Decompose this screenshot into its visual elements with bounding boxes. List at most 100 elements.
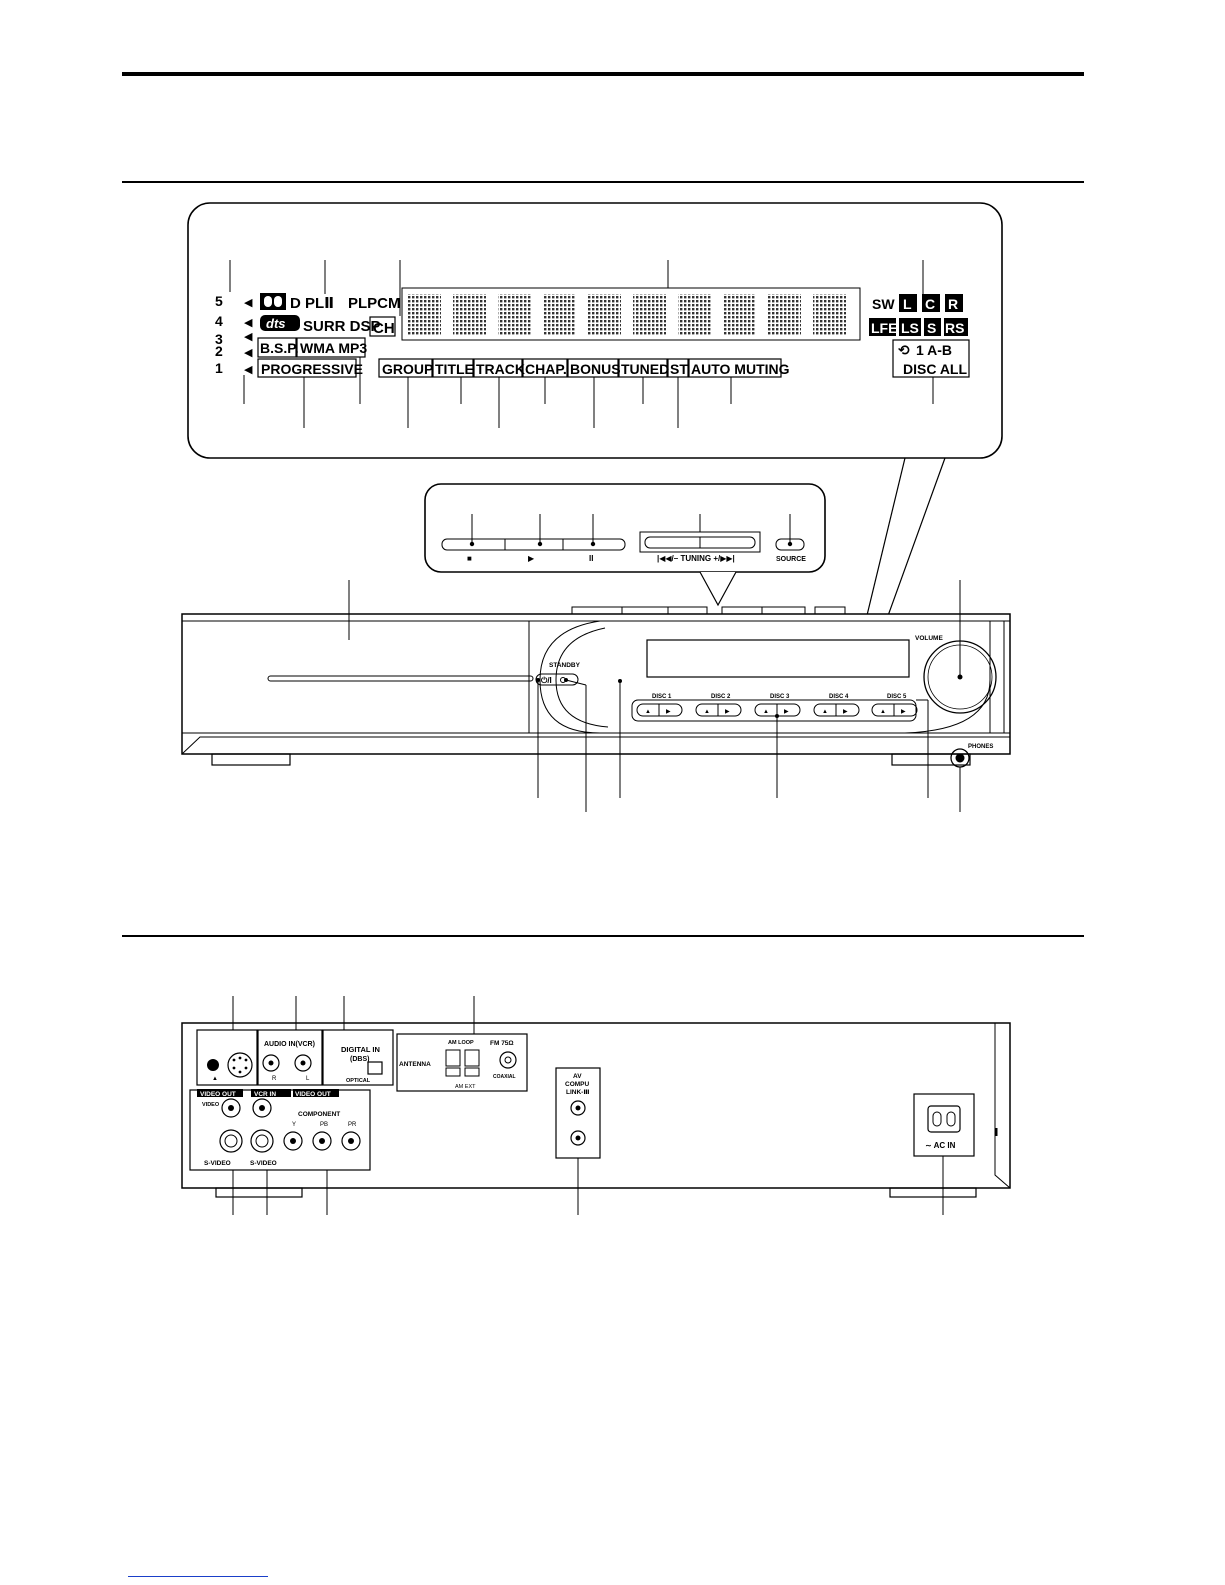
disc-indicator-3: 3 xyxy=(215,331,223,347)
disc5-label: DISC 5 xyxy=(887,694,907,700)
component-y-label: Y xyxy=(292,1122,296,1128)
wma-mp3-label: WMA MP3 xyxy=(300,340,367,356)
channel-l: L xyxy=(903,296,912,312)
svg-text:▶: ▶ xyxy=(725,709,730,715)
svg-text:▶: ▶ xyxy=(784,709,789,715)
component-pb-jack[interactable] xyxy=(312,1131,332,1151)
dot-matrix-display xyxy=(401,287,861,341)
channel-rs: RS xyxy=(945,320,964,336)
play-button[interactable]: ▶ xyxy=(528,554,535,563)
audio-r-label: R xyxy=(272,1076,277,1082)
disc3-label: DISC 3 xyxy=(770,694,790,700)
am-loop-terminal[interactable] xyxy=(445,1049,461,1067)
ac-inlet[interactable] xyxy=(927,1105,961,1133)
vcr-svideo-label: S-VIDEO xyxy=(250,1160,277,1167)
svideo-out-jack[interactable] xyxy=(219,1129,243,1153)
power-button[interactable]: ⏻/I xyxy=(541,676,552,685)
system-connector[interactable] xyxy=(227,1052,253,1078)
ch-label: CH xyxy=(373,320,395,337)
arrow-left-icon: ◀ xyxy=(244,331,253,343)
phones-label: PHONES xyxy=(968,744,993,750)
audio-l-label: L xyxy=(306,1076,310,1082)
video-out-jack[interactable] xyxy=(221,1098,241,1118)
source-button[interactable]: SOURCE xyxy=(776,556,806,563)
svg-text:▲: ▲ xyxy=(880,709,886,715)
callout-lines-bottom xyxy=(243,357,934,428)
svideo-out-label: S-VIDEO xyxy=(204,1160,231,1167)
av-compulink-jack[interactable] xyxy=(570,1130,586,1146)
standby-label: STANDBY xyxy=(549,662,581,669)
disc4-label: DISC 4 xyxy=(829,694,849,700)
rear-panel: ▲ AUDIO IN(VCR) R L DIGITAL IN (DBS) OPT… xyxy=(181,996,1011,1215)
am-loop-terminal[interactable] xyxy=(464,1049,480,1067)
antenna-label: ANTENNA xyxy=(399,1061,431,1068)
repeat-label: 1 A-B xyxy=(916,342,952,358)
vcr-in-label: VCR IN xyxy=(254,1091,276,1098)
bonus-label: BONUS xyxy=(570,361,621,377)
disc1-label: DISC 1 xyxy=(652,694,672,700)
component-label: COMPONENT xyxy=(298,1111,340,1118)
plpcm-label: PLPCM xyxy=(348,295,401,312)
channel-lfe: LFE xyxy=(871,320,897,336)
disc-all-label: DISC ALL xyxy=(903,361,967,377)
stop-button[interactable]: ■ xyxy=(467,554,472,563)
pause-button[interactable]: II xyxy=(589,554,593,563)
component-pr-jack[interactable] xyxy=(341,1131,361,1151)
component-y-jack[interactable] xyxy=(283,1131,303,1151)
video-out-2-label: VIDEO OUT xyxy=(295,1091,331,1098)
arrow-left-icon: ◀ xyxy=(244,347,253,359)
title-label: TITLE xyxy=(435,361,474,377)
auto-muting-label: AUTO MUTING xyxy=(691,361,790,377)
dolby-pl2-label: D PLⅡ xyxy=(290,295,334,312)
top-rule xyxy=(122,72,1084,76)
status-labels: GROUP TITLE TRACK CHAP. BONUS TUNED ST A… xyxy=(378,358,790,378)
video-out-label: VIDEO OUT xyxy=(200,1091,236,1098)
st-label: ST xyxy=(670,361,688,377)
compu-label: COMPU xyxy=(565,1081,590,1088)
disc-indicator-5: 5 xyxy=(215,293,223,309)
front-panel: STANDBY ⏻/I DISC 1 DISC 2 DISC 3 DISC 4 … xyxy=(181,580,1011,812)
vcr-in-video-jack[interactable] xyxy=(252,1098,272,1118)
section-rule-rear xyxy=(122,935,1084,937)
top-panel-callout: ■ ▶ II |◀◀/– TUNING +/▶▶| SOURCE xyxy=(424,483,826,607)
rear-callout-lines xyxy=(232,996,944,1215)
bsp-label: B.S.P. xyxy=(260,340,299,356)
fm-coaxial-jack[interactable] xyxy=(499,1051,517,1069)
tuned-label: TUNED xyxy=(621,361,669,377)
channel-c: C xyxy=(925,296,935,312)
digital-in-label: DIGITAL IN xyxy=(341,1045,380,1054)
optical-port[interactable] xyxy=(367,1061,383,1075)
av-compulink-jack[interactable] xyxy=(570,1100,586,1116)
svg-text:▶: ▶ xyxy=(843,709,848,715)
svg-text:▲: ▲ xyxy=(212,1076,218,1082)
audio-in-l-jack[interactable] xyxy=(294,1054,312,1072)
group-label: GROUP xyxy=(382,361,433,377)
section-rule-front xyxy=(122,181,1084,183)
svg-text:▲: ▲ xyxy=(645,709,651,715)
system-port-icon xyxy=(207,1059,219,1071)
channel-ls: LS xyxy=(901,320,919,336)
audio-in-r-jack[interactable] xyxy=(262,1054,280,1072)
tuning-buttons[interactable]: |◀◀/– TUNING +/▶▶| xyxy=(657,554,735,563)
optical-label: OPTICAL xyxy=(346,1078,371,1084)
am-ext-label: AM EXT xyxy=(455,1084,476,1090)
dbs-label: (DBS) xyxy=(350,1056,369,1063)
dts-logo-icon: dts xyxy=(260,315,300,331)
av-label: AV xyxy=(573,1073,582,1080)
ac-in-label: ∼ AC IN xyxy=(925,1141,956,1150)
disc-select-buttons[interactable]: DISC 1 DISC 2 DISC 3 DISC 4 DISC 5 ▲▶ ▲▶… xyxy=(631,694,918,722)
svg-text:▲: ▲ xyxy=(822,709,828,715)
svg-text:▲: ▲ xyxy=(704,709,710,715)
video-label: VIDEO xyxy=(202,1102,220,1108)
footer-link-underline xyxy=(128,1576,268,1577)
arrow-left-icon: ◀ xyxy=(244,297,253,309)
vcr-in-svideo-jack[interactable] xyxy=(250,1129,274,1153)
arrow-left-icon: ◀ xyxy=(244,317,253,329)
component-pr-label: PR xyxy=(348,1122,357,1128)
disc-indicator-4: 4 xyxy=(215,313,223,329)
callout-lines-top xyxy=(229,260,924,316)
coaxial-label: COAXIAL xyxy=(493,1074,516,1080)
surr-dsp-label: SURR DSP xyxy=(303,318,381,335)
channel-r: R xyxy=(948,296,958,312)
